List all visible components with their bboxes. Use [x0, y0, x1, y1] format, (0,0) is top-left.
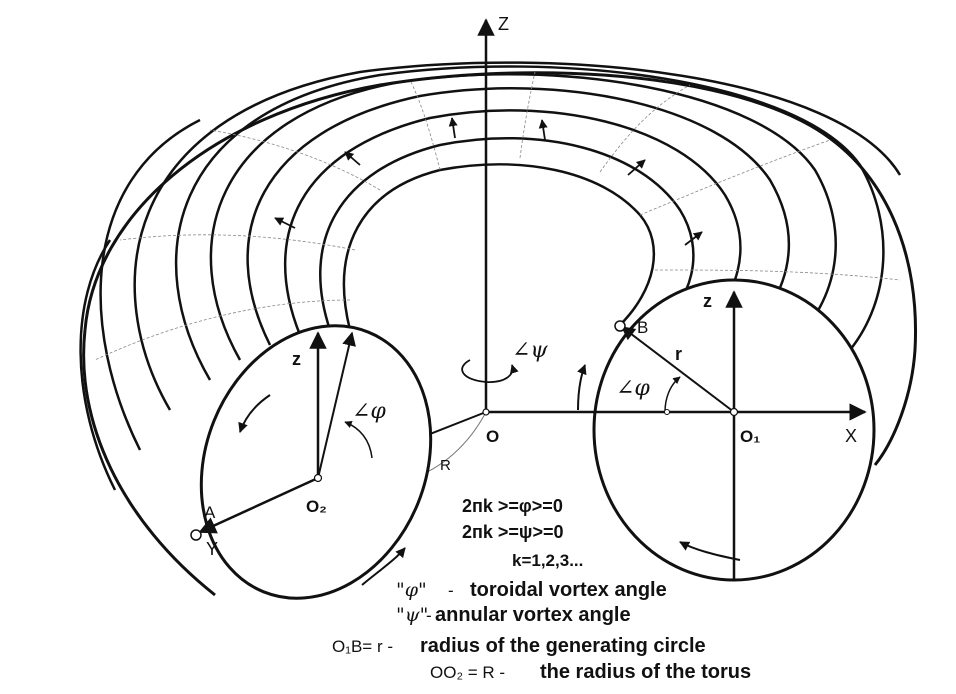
legend-psi-text: annular vortex angle: [435, 604, 631, 626]
legend-r-text: radius of the generating circle: [420, 635, 706, 657]
label-point-a: A: [204, 503, 216, 522]
o1-to-b-line: [620, 326, 735, 413]
label-z-right: z: [703, 291, 712, 311]
left-circulation-arrow: [238, 394, 271, 433]
meridian-grid: [94, 71, 901, 361]
label-z-left: z: [292, 349, 301, 369]
right-phi-dot: [664, 409, 670, 415]
formula-line-3: k=1,2,3...: [512, 551, 583, 570]
point-o2-dot: [313, 473, 323, 483]
label-z-main: Z: [498, 14, 509, 34]
formula-line-2: 2пk >=ψ>=0: [462, 522, 564, 542]
label-x-axis: X: [845, 426, 857, 446]
label-angle-phi-left: ∠φ: [352, 399, 386, 424]
o2-to-a-line: [198, 476, 319, 534]
point-o-dot: [482, 408, 490, 416]
label-angle-psi: ∠ψ: [512, 338, 548, 363]
left-phi-arc: [344, 421, 373, 459]
legend-R-prefix: OO₂ = R -: [430, 663, 505, 682]
legend-r-prefix: O₁B= r -: [332, 637, 393, 656]
toroidal-bands: [79, 61, 902, 491]
legend-R-text: the radius of the torus: [540, 661, 751, 683]
label-small-r: r: [675, 344, 682, 364]
right-circulation-arrow: [577, 364, 587, 411]
point-b-dot: [614, 320, 626, 332]
label-angle-phi-right: ∠φ: [616, 376, 650, 401]
legend-psi-dash: -: [426, 606, 432, 625]
label-o2: O₂: [306, 497, 327, 516]
left-radius-line: [317, 331, 356, 479]
label-y-axis: Y: [206, 539, 218, 559]
label-big-r: R: [440, 457, 451, 474]
legend: "φ" - toroidal vortex angle "ψ" - annula…: [332, 579, 751, 683]
flow-arrows: [274, 117, 703, 246]
point-o1-dot: [729, 407, 739, 417]
psi-rotation-arrow: [461, 359, 519, 383]
left-cross-section: [199, 324, 433, 600]
label-origin: O: [486, 427, 499, 446]
label-o1: O₁: [740, 427, 760, 446]
right-bottom-arrow: [679, 541, 741, 561]
legend-phi-text: toroidal vortex angle: [470, 579, 667, 601]
right-phi-arc: [664, 376, 681, 413]
label-point-b: B: [637, 318, 648, 337]
left-bottom-arrow: [361, 547, 406, 586]
point-a-dot: [190, 529, 202, 541]
legend-psi-symbol: "ψ": [396, 604, 428, 626]
legend-phi-symbol: "φ": [396, 579, 427, 601]
legend-phi-dash: -: [448, 581, 454, 600]
formula-line-1: 2пk >=φ>=0: [462, 496, 563, 516]
